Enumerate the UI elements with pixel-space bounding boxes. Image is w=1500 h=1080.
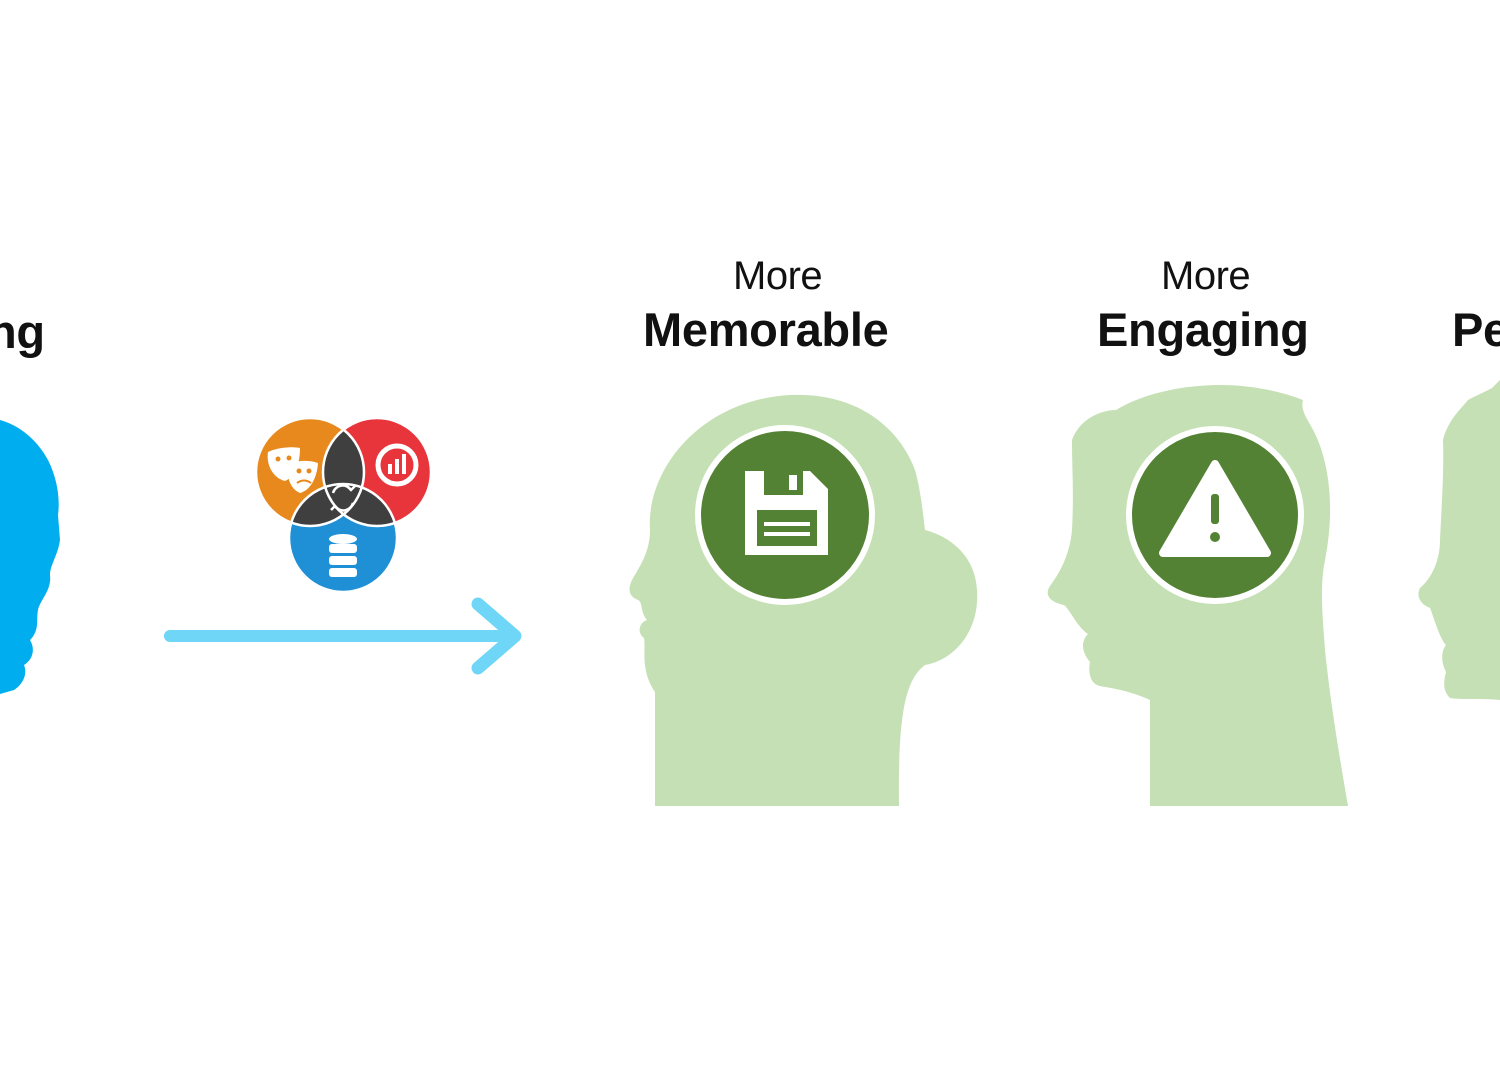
- floppy-disk-icon: [745, 471, 828, 555]
- head-silhouette: [1418, 380, 1500, 700]
- right-arrow: [164, 597, 522, 675]
- memorable-label: Memorable: [643, 303, 889, 356]
- blue-head-silhouette: [0, 420, 60, 694]
- memorable-prefix-label: More: [733, 254, 823, 298]
- database-icon: [329, 534, 357, 577]
- venn-diagram-icon: [254, 416, 433, 594]
- warning-icon: [1159, 460, 1271, 557]
- left-cut-label: ng: [0, 305, 45, 358]
- refresh-icon: [330, 484, 356, 512]
- engaging-label: Engaging: [1097, 303, 1309, 356]
- chart-icon: [375, 443, 419, 487]
- right-cut-label: Pe: [1452, 303, 1500, 356]
- theater-masks-icon: [267, 447, 318, 493]
- engaging-prefix-label: More: [1161, 254, 1251, 298]
